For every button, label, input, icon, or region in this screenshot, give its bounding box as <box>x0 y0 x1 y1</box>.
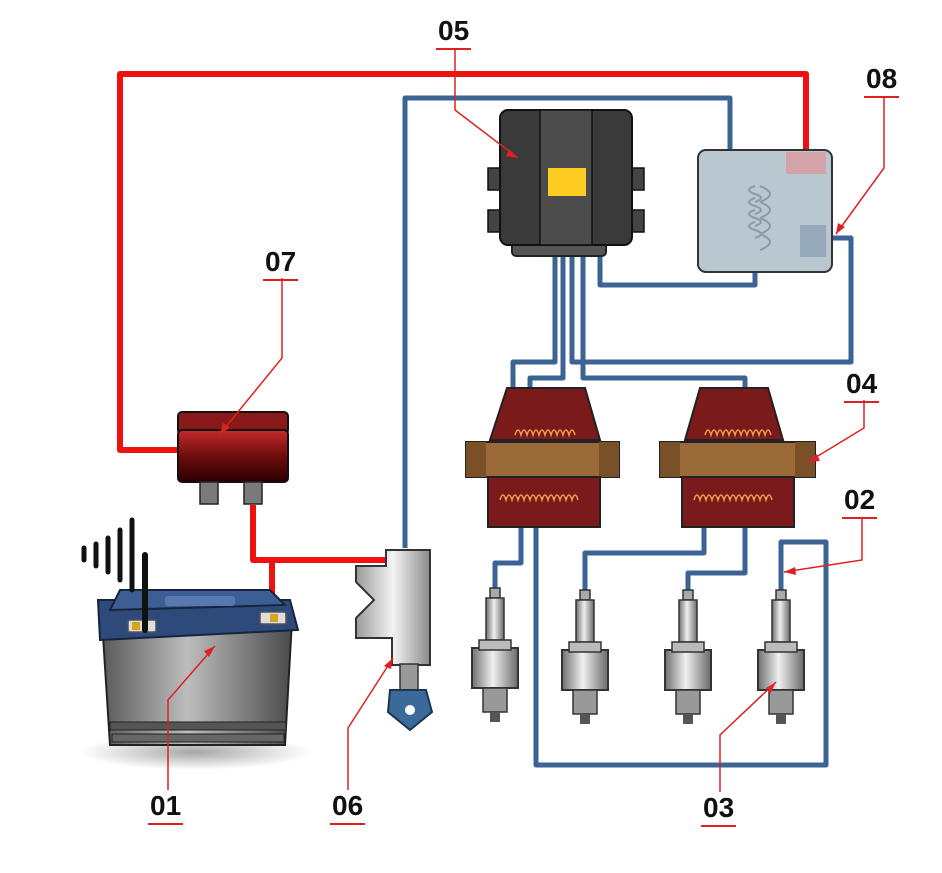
ecu-to-coil-bus-wire <box>569 235 854 365</box>
signal-wiring <box>402 95 854 768</box>
leader-03 <box>719 681 777 792</box>
leader-05 <box>454 48 519 159</box>
spark-plug-icon <box>757 589 805 724</box>
spark-plug-icon <box>471 587 519 722</box>
battery-icon <box>80 589 310 770</box>
leader-06 <box>347 657 394 790</box>
signal-icon <box>81 517 148 633</box>
coil1-to-plug-return-wire <box>533 526 829 768</box>
ecu-to-coil1-wire-b <box>527 250 566 392</box>
callout-lines <box>167 48 885 792</box>
coil2-to-plug3-wire <box>685 526 748 590</box>
callout-ecu: 05 <box>436 17 472 50</box>
ignition-switch-icon <box>355 549 431 666</box>
coil2-to-plug2-wire <box>582 526 707 590</box>
callout-module: 08 <box>864 65 900 98</box>
ecu-to-coil2-wire <box>580 250 748 392</box>
leader-04 <box>807 400 865 463</box>
spark-plug-icon <box>561 589 609 724</box>
callout-spark-plug: 03 <box>701 794 737 827</box>
leader-08 <box>835 96 885 235</box>
callout-ignition-switch: 06 <box>330 792 366 825</box>
switch-to-ecu-wire <box>402 95 733 548</box>
ecu-icon <box>487 109 645 257</box>
callout-battery: 01 <box>148 792 184 825</box>
ignition-coil-icon <box>465 387 620 528</box>
module-icon <box>697 149 833 273</box>
callout-relay: 07 <box>263 248 299 281</box>
leader-02 <box>783 517 863 573</box>
callout-ignition-coil: 04 <box>844 370 880 403</box>
relay-to-switch-power-wire <box>250 505 385 563</box>
leader-07 <box>219 278 283 435</box>
ecu-to-module-wire <box>597 250 758 288</box>
leader-01 <box>167 645 216 790</box>
ecu-to-coil1-wire-a <box>510 250 558 390</box>
spark-plug-icon <box>664 589 712 724</box>
key-icon <box>386 663 434 732</box>
ignition-coil-icon <box>659 387 816 528</box>
callout-spark-plug-wire: 02 <box>842 486 878 519</box>
coil1-to-plug1-wire <box>492 526 524 588</box>
relay-to-module-power-wire <box>117 71 809 453</box>
relay-icon <box>177 411 289 505</box>
callout-arrowheads <box>204 149 845 694</box>
